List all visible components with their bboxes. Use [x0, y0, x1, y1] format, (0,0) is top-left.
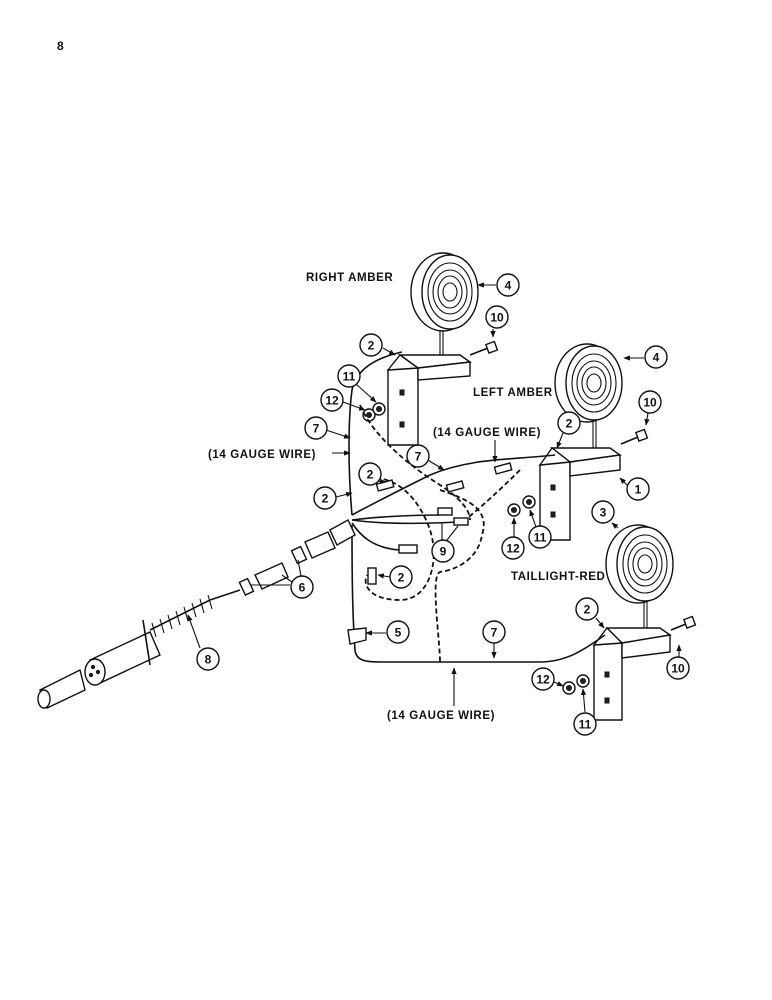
callout-10-left: 10	[638, 390, 662, 426]
callout-12-top: 12	[320, 388, 366, 412]
callout-2-taillight: 2	[575, 597, 605, 629]
callout-11-bottom: 11	[573, 688, 597, 736]
callout-3: 3	[591, 500, 619, 529]
callout-2-left-number: 2	[566, 417, 573, 431]
right-amber-label: RIGHT AMBER	[306, 272, 393, 284]
callout-2-top: 2	[359, 333, 396, 357]
callout-10-right-number: 10	[490, 311, 504, 325]
callout-4-left-number: 4	[653, 351, 660, 365]
callout-2-wire-number: 2	[322, 492, 329, 506]
page-number: 8	[57, 39, 64, 53]
callout-5-number: 5	[395, 626, 402, 640]
callout-3-number: 3	[600, 506, 607, 520]
callout-7-left-number: 7	[313, 422, 320, 436]
taillight-red-label: TAILLIGHT-RED	[511, 571, 605, 583]
callout-4-right-number: 4	[505, 279, 512, 293]
callout-4-right: 4	[477, 273, 520, 297]
wire-harness	[348, 351, 606, 663]
callout-6: 6	[250, 559, 314, 599]
nuts	[362, 402, 590, 695]
right-amber-lamp	[410, 252, 479, 355]
callout-7-left: 7	[304, 416, 351, 440]
callout-12-top-number: 12	[325, 394, 339, 408]
callout-7-mid-number: 7	[415, 450, 422, 464]
left-amber-bracket	[538, 446, 622, 541]
callout-5: 5	[365, 620, 410, 644]
callout-12-bottom-number: 12	[536, 673, 550, 687]
left-amber-label: LEFT AMBER	[473, 387, 553, 399]
left-amber-lamp	[554, 343, 623, 448]
callout-2-bottom: 2	[377, 565, 413, 589]
bolt-right-amber	[469, 340, 499, 356]
callout-11-top-number: 11	[343, 370, 356, 384]
callout-11-bottom-number: 11	[579, 718, 592, 732]
gauge-wire-label-2: (14 GAUGE WIRE)	[208, 449, 316, 461]
callout-10-taillight: 10	[666, 644, 690, 680]
callout-11-mid: 11	[528, 509, 552, 549]
callout-10-right: 10	[485, 305, 509, 338]
callout-2-bottom-number: 2	[398, 571, 405, 585]
callout-8-number: 8	[205, 653, 212, 667]
gauge-wire-label-3: (14 GAUGE WIRE)	[387, 710, 495, 722]
callout-12-bottom: 12	[531, 667, 564, 691]
callout-2-wire: 2	[313, 486, 353, 510]
taillight-bracket	[592, 626, 672, 721]
right-amber-bracket	[386, 354, 472, 446]
callout-1-number: 1	[635, 483, 642, 497]
callout-7-mid: 7	[406, 444, 445, 471]
callout-11-mid-number: 11	[534, 531, 547, 545]
bolt-left-amber	[620, 428, 649, 445]
plug-assembly	[37, 519, 367, 709]
callout-10-left-number: 10	[643, 396, 657, 410]
taillight-red-lamp	[605, 524, 674, 628]
callout-4-left: 4	[623, 345, 668, 369]
callout-2-center: 2	[358, 462, 387, 486]
callout-10-taillight-number: 10	[671, 662, 685, 676]
callout-11-top: 11	[337, 364, 377, 403]
callout-7-bottom-number: 7	[491, 626, 498, 640]
callout-2-left: 2	[556, 411, 581, 449]
bolt-taillight	[670, 615, 697, 631]
callout-9-number: 9	[440, 545, 447, 559]
callout-2-top-number: 2	[368, 339, 375, 353]
callout-1: 1	[619, 477, 650, 501]
callout-7-bottom: 7	[482, 620, 506, 659]
callout-2-center-number: 2	[367, 468, 374, 482]
callout-12-mid-number: 12	[506, 542, 520, 556]
callout-6-number: 6	[299, 581, 306, 595]
gauge-wire-label-1: (14 GAUGE WIRE)	[433, 427, 541, 439]
callout-2-taillight-number: 2	[584, 603, 591, 617]
callout-9: 9	[431, 522, 459, 563]
callout-8: 8	[187, 614, 220, 671]
callout-12-mid: 12	[501, 517, 525, 560]
